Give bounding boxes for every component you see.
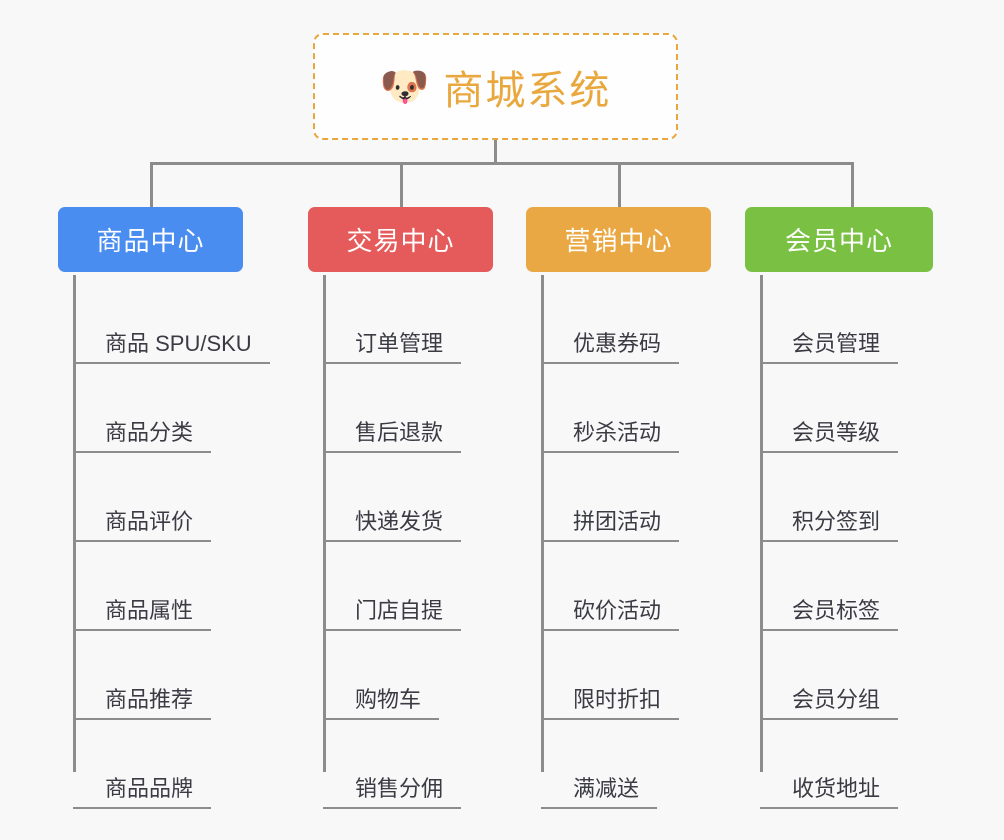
- leaf-label: 订单管理: [323, 331, 462, 364]
- list-item[interactable]: 售后退款: [323, 364, 462, 453]
- list-item[interactable]: 销售分佣: [323, 720, 462, 809]
- branch-leaf-list-1: 商品 SPU/SKU 商品分类 商品评价 商品属性 商品推荐 商品品牌: [73, 275, 270, 809]
- list-item[interactable]: 商品分类: [73, 364, 270, 453]
- shiba-dog-icon: 🐶: [379, 64, 430, 109]
- list-item[interactable]: 快递发货: [323, 453, 462, 542]
- list-item[interactable]: 会员标签: [760, 542, 899, 631]
- branch-spine-3: [541, 275, 544, 772]
- leaf-label: 商品评价: [73, 509, 212, 542]
- branch-header-label-4: 会员中心: [784, 226, 893, 256]
- leaf-label: 商品推荐: [73, 687, 212, 720]
- leaf-label: 销售分佣: [323, 776, 462, 809]
- leaf-label: 售后退款: [323, 420, 462, 453]
- leaf-label: 秒杀活动: [541, 420, 680, 453]
- leaf-label: 快递发货: [323, 509, 462, 542]
- list-item[interactable]: 商品评价: [73, 453, 270, 542]
- leaf-label: 会员标签: [760, 598, 899, 631]
- list-item[interactable]: 优惠券码: [541, 275, 680, 364]
- list-item[interactable]: 满减送: [541, 720, 679, 809]
- root-node[interactable]: 🐶 商城系统: [313, 33, 678, 140]
- list-item[interactable]: 砍价活动: [541, 542, 680, 631]
- branch-drop-connector-1: [150, 162, 153, 209]
- branch-header-label-2: 交易中心: [346, 226, 455, 256]
- branch-drop-connector-2: [400, 162, 403, 209]
- list-item[interactable]: 秒杀活动: [541, 364, 680, 453]
- list-item[interactable]: 商品 SPU/SKU: [73, 275, 270, 364]
- branch-spine-1: [73, 275, 76, 772]
- list-item[interactable]: 商品推荐: [73, 631, 270, 720]
- leaf-label: 商品分类: [73, 420, 212, 453]
- branch-drop-connector-4: [851, 162, 854, 209]
- leaf-label: 会员等级: [760, 420, 899, 453]
- list-item[interactable]: 收货地址: [760, 720, 899, 809]
- leaf-label: 收货地址: [760, 776, 899, 809]
- root-stem-connector: [494, 140, 497, 164]
- leaf-label: 满减送: [541, 776, 658, 809]
- list-item[interactable]: 商品品牌: [73, 720, 270, 809]
- list-item[interactable]: 订单管理: [323, 275, 462, 364]
- leaf-label: 门店自提: [323, 598, 462, 631]
- horizontal-bus-connector: [150, 162, 854, 165]
- leaf-label: 会员分组: [760, 687, 899, 720]
- branch-spine-4: [760, 275, 763, 772]
- list-item[interactable]: 拼团活动: [541, 453, 680, 542]
- leaf-label: 限时折扣: [541, 687, 680, 720]
- list-item[interactable]: 会员管理: [760, 275, 899, 364]
- leaf-label: 优惠券码: [541, 331, 680, 364]
- leaf-label: 商品品牌: [73, 776, 212, 809]
- leaf-label: 会员管理: [760, 331, 899, 364]
- list-item[interactable]: 会员等级: [760, 364, 899, 453]
- branch-header-label-1: 商品中心: [96, 226, 205, 256]
- list-item[interactable]: 购物车: [323, 631, 461, 720]
- leaf-label: 商品 SPU/SKU: [73, 331, 270, 364]
- leaf-label: 积分签到: [760, 509, 899, 542]
- list-item[interactable]: 商品属性: [73, 542, 270, 631]
- list-item[interactable]: 会员分组: [760, 631, 899, 720]
- branch-leaf-list-4: 会员管理 会员等级 积分签到 会员标签 会员分组 收货地址: [760, 275, 899, 809]
- list-item[interactable]: 积分签到: [760, 453, 899, 542]
- branch-header-label-3: 营销中心: [564, 226, 673, 256]
- list-item[interactable]: 限时折扣: [541, 631, 680, 720]
- leaf-label: 商品属性: [73, 598, 212, 631]
- branch-header-3[interactable]: 营销中心: [526, 207, 711, 272]
- list-item[interactable]: 门店自提: [323, 542, 462, 631]
- branch-leaf-list-2: 订单管理 售后退款 快递发货 门店自提 购物车 销售分佣: [323, 275, 462, 809]
- branch-header-4[interactable]: 会员中心: [745, 207, 933, 272]
- branch-header-1[interactable]: 商品中心: [58, 207, 243, 272]
- branch-leaf-list-3: 优惠券码 秒杀活动 拼团活动 砍价活动 限时折扣 满减送: [541, 275, 680, 809]
- branch-header-2[interactable]: 交易中心: [308, 207, 493, 272]
- root-title: 商城系统: [443, 68, 612, 113]
- leaf-label: 拼团活动: [541, 509, 680, 542]
- branch-drop-connector-3: [618, 162, 621, 209]
- branch-spine-2: [323, 275, 326, 772]
- leaf-label: 购物车: [323, 687, 440, 720]
- leaf-label: 砍价活动: [541, 598, 680, 631]
